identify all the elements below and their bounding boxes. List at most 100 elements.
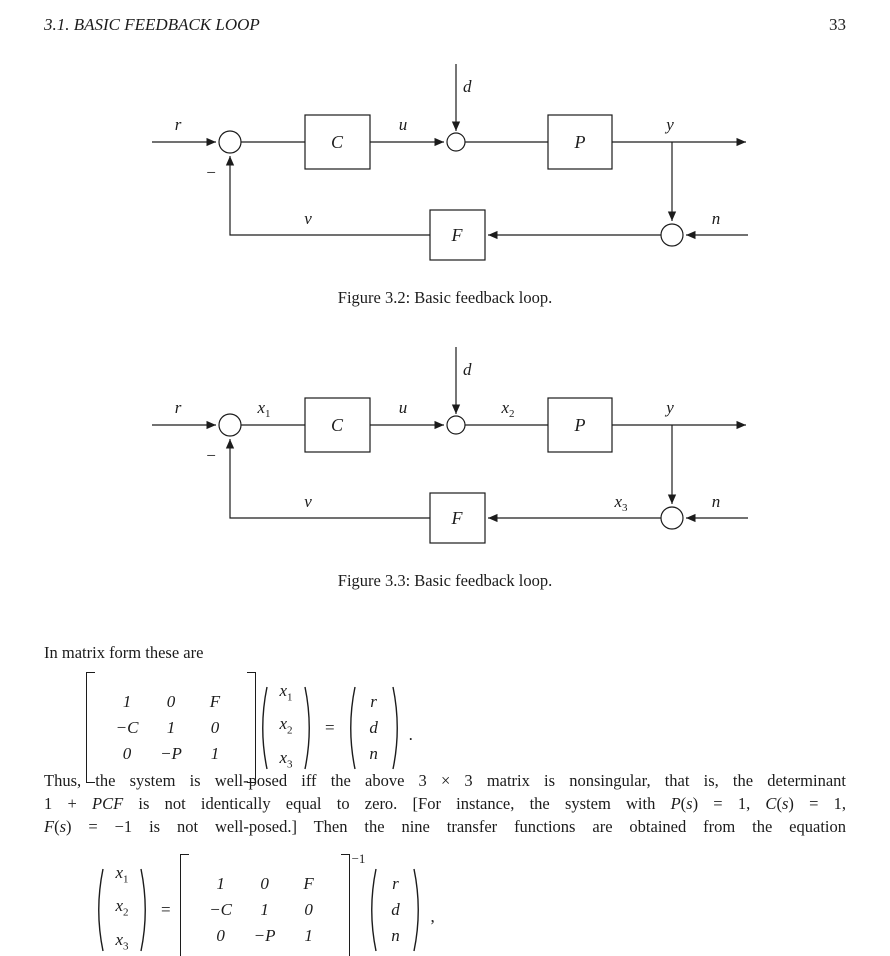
right-paren [304, 686, 310, 769]
figure-3-3-diagram: d r − x1 C u x2 P y n x3 v F [152, 347, 748, 544]
state-vector: x1 x2 x3 [269, 672, 303, 783]
vector-entry: r [370, 692, 377, 712]
matrix-cell: −C [209, 900, 232, 920]
matrix-cell: 0 [210, 718, 220, 738]
vector-entry: d [391, 900, 400, 920]
v-label: v [304, 209, 312, 228]
r-label: r [175, 398, 182, 417]
summing-junction-3 [660, 223, 684, 247]
vector-entry: d [369, 718, 378, 738]
system-matrix: 1 0 F −C 1 0 0 −P 1 [97, 683, 245, 772]
equals-sign: = [161, 899, 171, 919]
vector-entry: x2 [115, 896, 129, 919]
paragraph-line: 1 + PCF is not identically equal to zero… [44, 794, 846, 813]
figure-labels: d r − x1 C u x2 P y n x3 v F [175, 360, 721, 528]
minus-sign: − [206, 446, 216, 465]
u-label: u [399, 398, 408, 417]
sensor-label: F [451, 225, 464, 245]
vector-entry: x2 [279, 714, 293, 737]
matrix-equation-2: x1 x2 x3 = 1 0 F −C 1 0 0 −P 1 −1 r d n … [92, 851, 435, 956]
v-label: v [304, 492, 312, 511]
y-label: y [664, 398, 674, 417]
left-square-bracket [179, 854, 189, 956]
vector-entry: x3 [115, 929, 129, 953]
vector-entry: n [391, 926, 400, 946]
input-vector: r d n [378, 865, 412, 954]
vector-entry: x3 [279, 747, 293, 771]
figure-3-2-caption: Figure 3.2: Basic feedback loop. [337, 288, 553, 307]
summing-junction-2 [446, 132, 466, 152]
summing-junction-3 [660, 506, 684, 530]
equation-punctuation: , [430, 906, 435, 926]
summing-junction-2 [446, 415, 466, 435]
n-label: n [712, 492, 721, 511]
matrix-cell: −P [253, 926, 276, 946]
matrix-cell: −P [160, 744, 182, 764]
sensor-label: F [451, 508, 464, 528]
vector-entry: n [369, 744, 378, 764]
signal-paths [152, 64, 748, 261]
section-header: 3.1. BASIC FEEDBACK LOOP [44, 15, 260, 34]
feedback-line [225, 156, 430, 236]
right-paren [413, 868, 420, 951]
page-number: 33 [829, 15, 846, 34]
matrix-equation-1: 1 0 F −C 1 0 0 −P 1 x1 x2 x3 = r d n . [86, 672, 413, 784]
y-label: y [664, 115, 674, 134]
vector-entry: r [392, 874, 399, 894]
controller-label: C [331, 415, 344, 435]
system-matrix: 1 0 F −C 1 0 0 −P 1 [191, 865, 339, 954]
plant-label: P [574, 132, 586, 152]
summing-junction-1 [218, 413, 242, 437]
matrix-cell: 1 [122, 692, 132, 712]
matrix-cell: 0 [122, 744, 132, 764]
left-paren [349, 686, 356, 769]
paragraph-line: F(s) = −1 is not well-posed.] Then the n… [44, 817, 846, 836]
vector-entry: x1 [115, 863, 129, 886]
n-label: n [712, 209, 721, 228]
matrix-cell: −C [115, 718, 139, 738]
left-paren [262, 686, 268, 769]
input-vector: r d n [357, 683, 391, 772]
right-square-bracket [340, 854, 350, 956]
feedback-line [225, 439, 430, 519]
matrix-cell: F [209, 692, 221, 712]
equals-sign: = [325, 717, 335, 737]
vector-entry: x1 [279, 681, 293, 704]
right-square-bracket [247, 672, 256, 784]
inverse-exponent: −1 [351, 851, 366, 866]
state-vector: x1 x2 x3 [105, 854, 139, 956]
d-label: d [463, 77, 472, 96]
x3-label: x3 [613, 492, 628, 514]
matrix-cell: 1 [216, 874, 225, 894]
figure-labels: d r − C u P y n v F [175, 77, 721, 245]
x2-label: x2 [500, 398, 514, 420]
matrix-cell: 0 [260, 874, 269, 894]
right-paren [140, 868, 146, 951]
figure-3-2-diagram: d r − C u P y n v F [152, 64, 748, 261]
matrix-cell: 1 [304, 926, 313, 946]
minus-sign: − [206, 163, 216, 182]
plant-label: P [574, 415, 586, 435]
paragraph-line: Thus, the system is well-posed iff the a… [44, 771, 846, 790]
matrix-cell: 0 [166, 692, 176, 712]
figure-3-3-caption: Figure 3.3: Basic feedback loop. [337, 571, 553, 590]
matrix-cell: 1 [210, 744, 220, 764]
x1-label: x1 [256, 398, 270, 420]
equation-punctuation: . [408, 724, 413, 744]
right-paren [391, 686, 398, 769]
matrix-cell: 0 [216, 926, 225, 946]
matrix-cell: 0 [304, 900, 313, 920]
controller-label: C [331, 132, 344, 152]
d-label: d [463, 360, 472, 379]
matrix-cell: 1 [166, 718, 176, 738]
matrix-cell: 1 [260, 900, 269, 920]
summing-junction-1 [218, 130, 242, 154]
u-label: u [399, 115, 408, 134]
left-paren [98, 868, 104, 951]
intro-text: In matrix form these are [44, 643, 204, 662]
left-square-bracket [86, 672, 95, 784]
left-paren [371, 868, 378, 951]
matrix-cell: F [303, 874, 314, 894]
r-label: r [175, 115, 182, 134]
